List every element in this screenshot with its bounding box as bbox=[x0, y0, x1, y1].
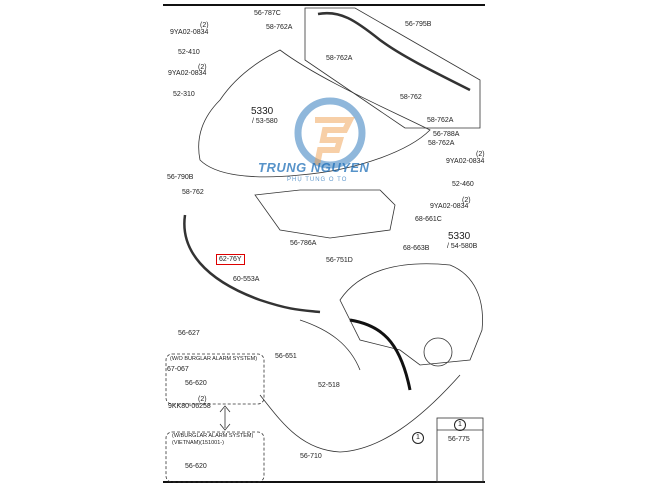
part-label[interactable]: 67-067 bbox=[167, 366, 189, 373]
cable-56-651 bbox=[299, 319, 361, 371]
part-label[interactable]: 58-762A bbox=[326, 55, 353, 62]
part-label[interactable]: 56-627 bbox=[178, 330, 200, 337]
legend-ref: 1 bbox=[454, 419, 466, 431]
ref-label[interactable]: / 54-580B bbox=[447, 243, 478, 250]
watermark-brand: TRUNG NGUYEN bbox=[258, 160, 370, 175]
part-label[interactable]: 68-661C bbox=[415, 216, 442, 223]
part-label[interactable]: 56-751D bbox=[326, 257, 353, 264]
part-label[interactable]: 52-410 bbox=[178, 49, 200, 56]
swap-arrow bbox=[219, 405, 231, 431]
part-label[interactable]: 56-620 bbox=[185, 463, 207, 470]
part-label[interactable]: 58-762A bbox=[427, 117, 454, 124]
qty-label: (2) bbox=[462, 197, 471, 204]
part-label[interactable]: 56-620 bbox=[185, 380, 207, 387]
part-label[interactable]: 9KK80-06258 bbox=[168, 403, 211, 410]
seal-box bbox=[304, 7, 481, 129]
watermark-tagline: PHỤ TÙNG Ô TÔ bbox=[287, 177, 348, 183]
hood-weatherstrip bbox=[183, 214, 321, 314]
qty-label: (2) bbox=[476, 151, 485, 158]
part-label[interactable]: 60-553A bbox=[233, 276, 260, 283]
part-label[interactable]: 56-710 bbox=[300, 453, 322, 460]
hood-seal bbox=[317, 11, 471, 92]
condition-label: (W/O BURGLAR ALARM SYSTEM) bbox=[170, 356, 258, 362]
highlighted-part-label[interactable]: 62-76Y bbox=[216, 254, 245, 265]
part-label[interactable]: 52-518 bbox=[318, 382, 340, 389]
ref-label[interactable]: 5330 bbox=[448, 231, 471, 242]
part-label[interactable]: 56-788A bbox=[433, 131, 460, 138]
part-label[interactable]: 52-460 bbox=[452, 181, 474, 188]
ref-circle: 1 bbox=[412, 432, 424, 444]
condition-label: (W/BURGLAR ALARM SYSTEM) bbox=[172, 433, 254, 439]
condition-label: (VIETNAM)(151001-) bbox=[172, 440, 224, 446]
part-label[interactable]: 56-787C bbox=[254, 10, 281, 17]
vehicle-front bbox=[339, 263, 483, 366]
part-label[interactable]: 56-651 bbox=[275, 353, 297, 360]
vehicle-wheel bbox=[423, 337, 453, 367]
hood bbox=[198, 49, 431, 178]
cable-56-710 bbox=[259, 374, 461, 453]
legend-box bbox=[436, 417, 484, 483]
ref-label[interactable]: / 53-580 bbox=[252, 118, 278, 125]
part-label[interactable]: 56-786A bbox=[290, 240, 317, 247]
part-label[interactable]: 56-775 bbox=[448, 436, 470, 443]
part-label[interactable]: 56-790B bbox=[167, 174, 194, 181]
hood-inner-panel bbox=[254, 189, 396, 239]
release-cable-black bbox=[349, 318, 412, 391]
wo-alarm-box bbox=[165, 353, 265, 405]
part-label[interactable]: 58-762A bbox=[266, 24, 293, 31]
part-label[interactable]: 52-310 bbox=[173, 91, 195, 98]
part-label[interactable]: 9YA02-0834 bbox=[170, 29, 209, 36]
part-label[interactable]: 68-663B bbox=[403, 245, 430, 252]
part-label[interactable]: 58-762 bbox=[400, 94, 422, 101]
qty-label: (2) bbox=[198, 64, 207, 71]
part-label[interactable]: 56-795B bbox=[405, 21, 432, 28]
w-alarm-box bbox=[165, 431, 265, 483]
qty-label: (2) bbox=[198, 396, 207, 403]
ref-label[interactable]: 5330 bbox=[251, 106, 274, 117]
part-label[interactable]: 9YA02-0834 bbox=[446, 158, 485, 165]
part-label[interactable]: 58-762 bbox=[182, 189, 204, 196]
watermark-logo bbox=[255, 95, 415, 195]
part-label[interactable]: 9YA02-0834 bbox=[430, 203, 469, 210]
part-label[interactable]: 58-762A bbox=[428, 140, 455, 147]
qty-label: (2) bbox=[200, 22, 209, 29]
part-label[interactable]: 9YA02-0834 bbox=[168, 70, 207, 77]
